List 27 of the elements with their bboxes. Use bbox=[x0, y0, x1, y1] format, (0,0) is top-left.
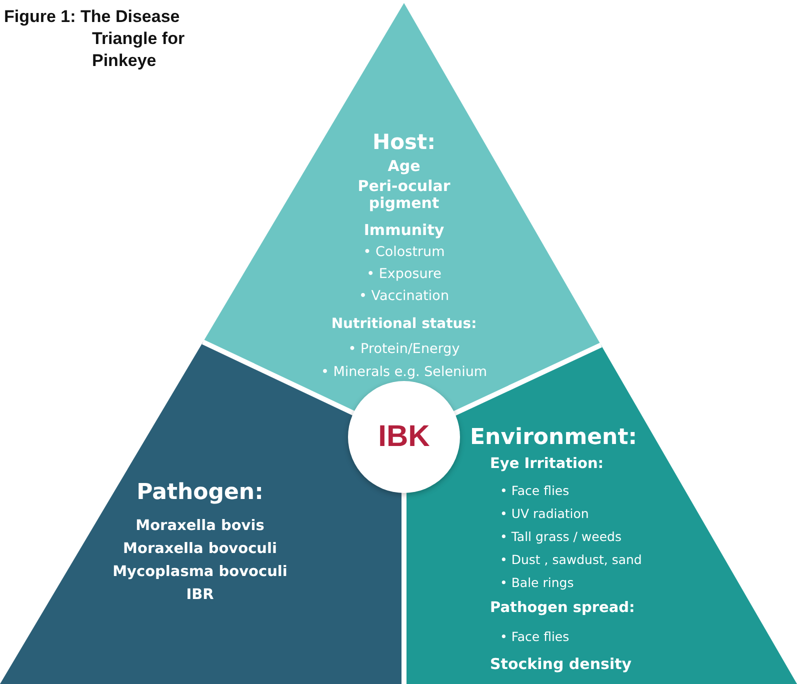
list-heading: Age bbox=[388, 158, 420, 176]
center-label: IBK bbox=[378, 420, 430, 454]
list-heading: Eye Irritation: bbox=[490, 456, 604, 473]
list-item: • Colostrum bbox=[363, 245, 445, 261]
list-item: • Protein/Energy bbox=[348, 342, 460, 358]
list-item: • UV radiation bbox=[500, 507, 589, 522]
list-item: • Face flies bbox=[500, 484, 570, 498]
segment-heading: Pathogen: bbox=[136, 480, 264, 506]
list-heading: Pathogen spread: bbox=[490, 600, 635, 617]
list-item: • Exposure bbox=[366, 267, 442, 283]
list-heading: Peri-ocular pigment bbox=[356, 178, 452, 212]
list-item: • Minerals e.g. Selenium bbox=[320, 365, 488, 381]
segment-heading: Environment: bbox=[470, 425, 638, 450]
list-heading: Immunity bbox=[364, 222, 444, 240]
list-item: Mycoplasma bovoculi bbox=[112, 564, 288, 581]
list-item: • Tall grass / weeds bbox=[500, 530, 622, 544]
list-item: • Dust , sawdust, sand bbox=[500, 553, 642, 568]
figure-title: Figure 1: The Disease Triangle for Pinkeye bbox=[4, 6, 186, 72]
list-heading: Stocking density bbox=[490, 656, 632, 674]
list-item: Moraxella bovis bbox=[136, 518, 264, 535]
list-item: IBR bbox=[186, 587, 214, 604]
list-item: • Bale rings bbox=[500, 576, 574, 590]
segment-heading: Host: bbox=[372, 130, 436, 154]
list-item: • Vaccination bbox=[359, 289, 449, 305]
list-heading: Nutritional status: bbox=[331, 316, 477, 332]
list-item: Moraxella bovoculi bbox=[123, 541, 277, 558]
list-item: • Face flies bbox=[500, 630, 570, 644]
